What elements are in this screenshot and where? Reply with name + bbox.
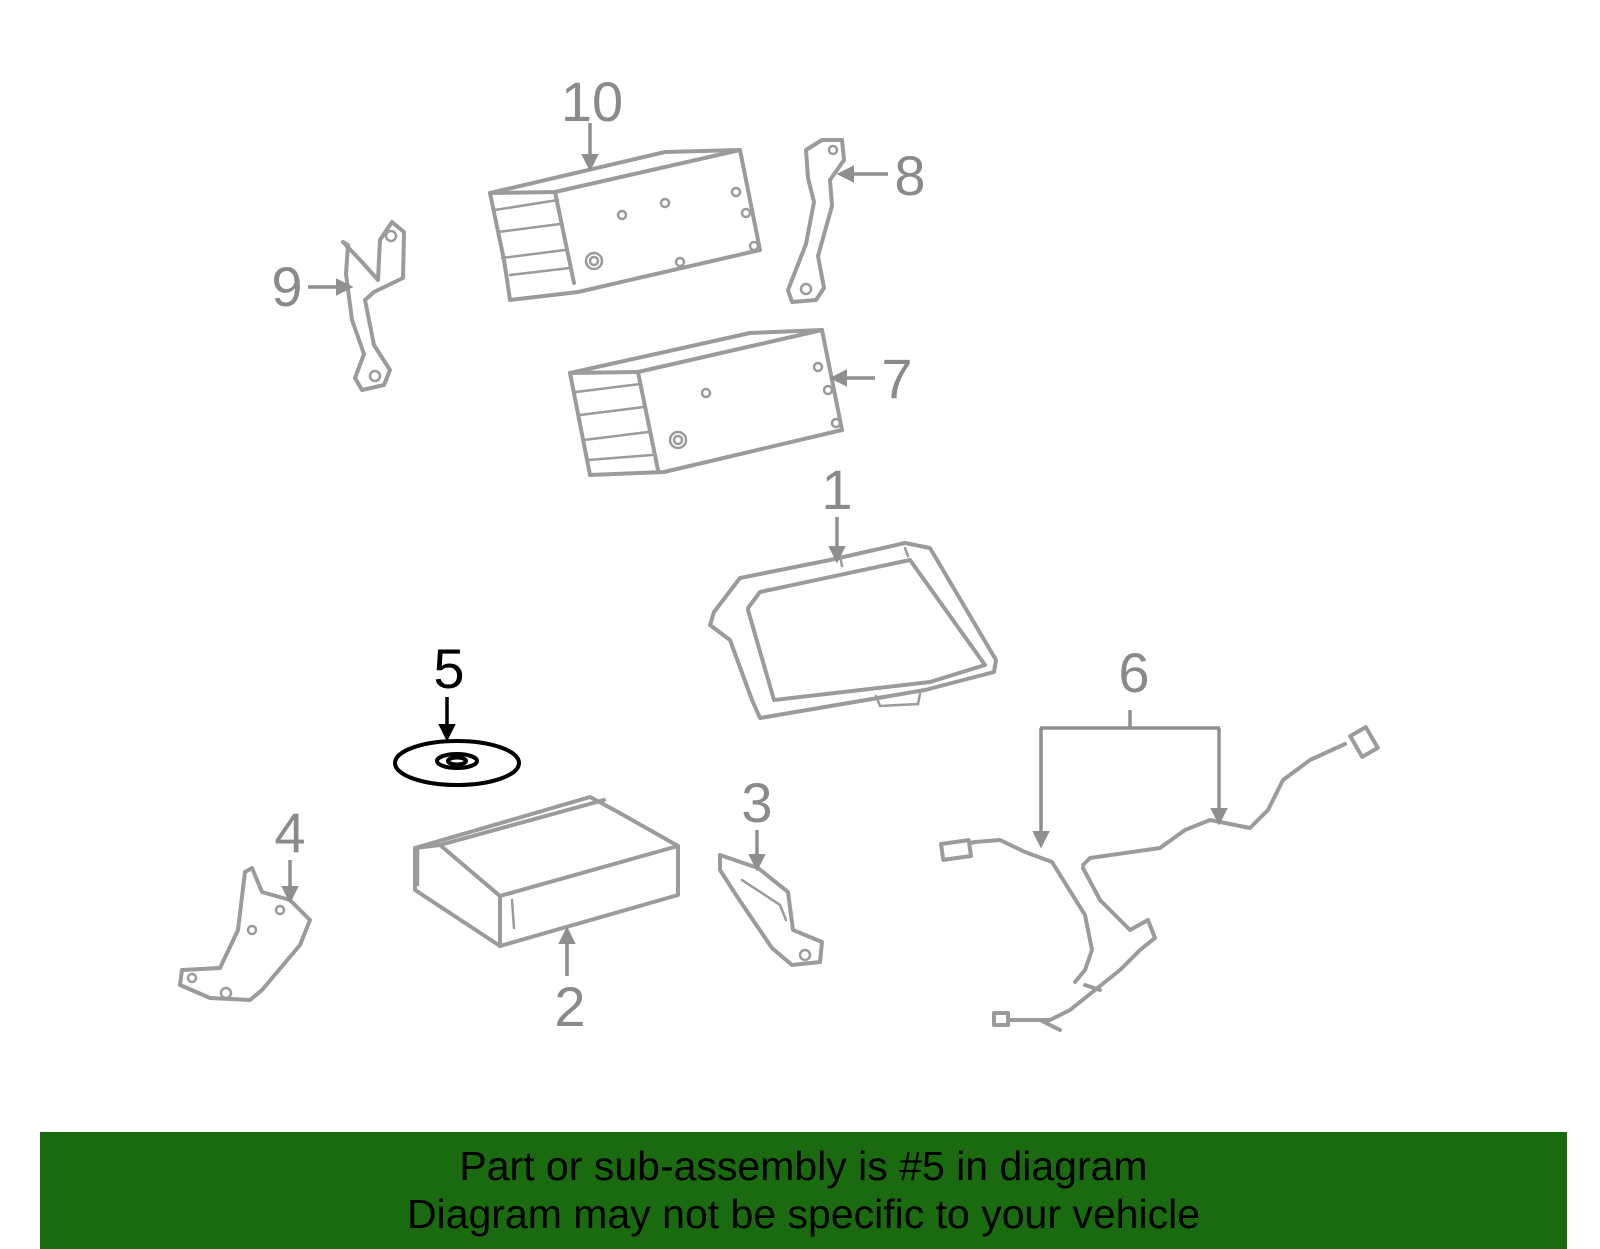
callout-3-label: 3: [741, 771, 772, 834]
callout-4-label: 4: [274, 801, 305, 864]
part-4-bracket[interactable]: [178, 866, 312, 1002]
callout-6-label: 6: [1118, 641, 1149, 704]
callout-8-label: 8: [894, 144, 925, 207]
banner-line-2: Diagram may not be specific to your vehi…: [406, 1191, 1200, 1237]
callout-10-label: 10: [561, 70, 623, 133]
part-7-radio-receiver[interactable]: [568, 328, 844, 477]
part-10-radio-receiver[interactable]: [488, 148, 762, 302]
part-3-bracket[interactable]: [718, 853, 824, 967]
callout-7-label: 7: [881, 347, 912, 410]
callout-5-label: 5: [433, 637, 464, 700]
callout-9-label: 9: [271, 255, 302, 318]
part-9-mounting-bracket[interactable]: [341, 220, 406, 392]
part-6-wiring-harness[interactable]: [939, 725, 1380, 1032]
callout-1-label: 1: [821, 458, 852, 521]
info-banner: Part or sub-assembly is #5 in diagram Di…: [40, 1132, 1567, 1249]
callout-2-label: 2: [554, 975, 585, 1038]
part-5-disc[interactable]: [393, 739, 521, 787]
part-8-mounting-bracket[interactable]: [786, 138, 846, 304]
banner-line-1: Part or sub-assembly is #5 in diagram: [459, 1143, 1148, 1189]
part-1-display-bezel[interactable]: [708, 541, 998, 720]
part-2-amplifier-box[interactable]: [413, 795, 680, 948]
